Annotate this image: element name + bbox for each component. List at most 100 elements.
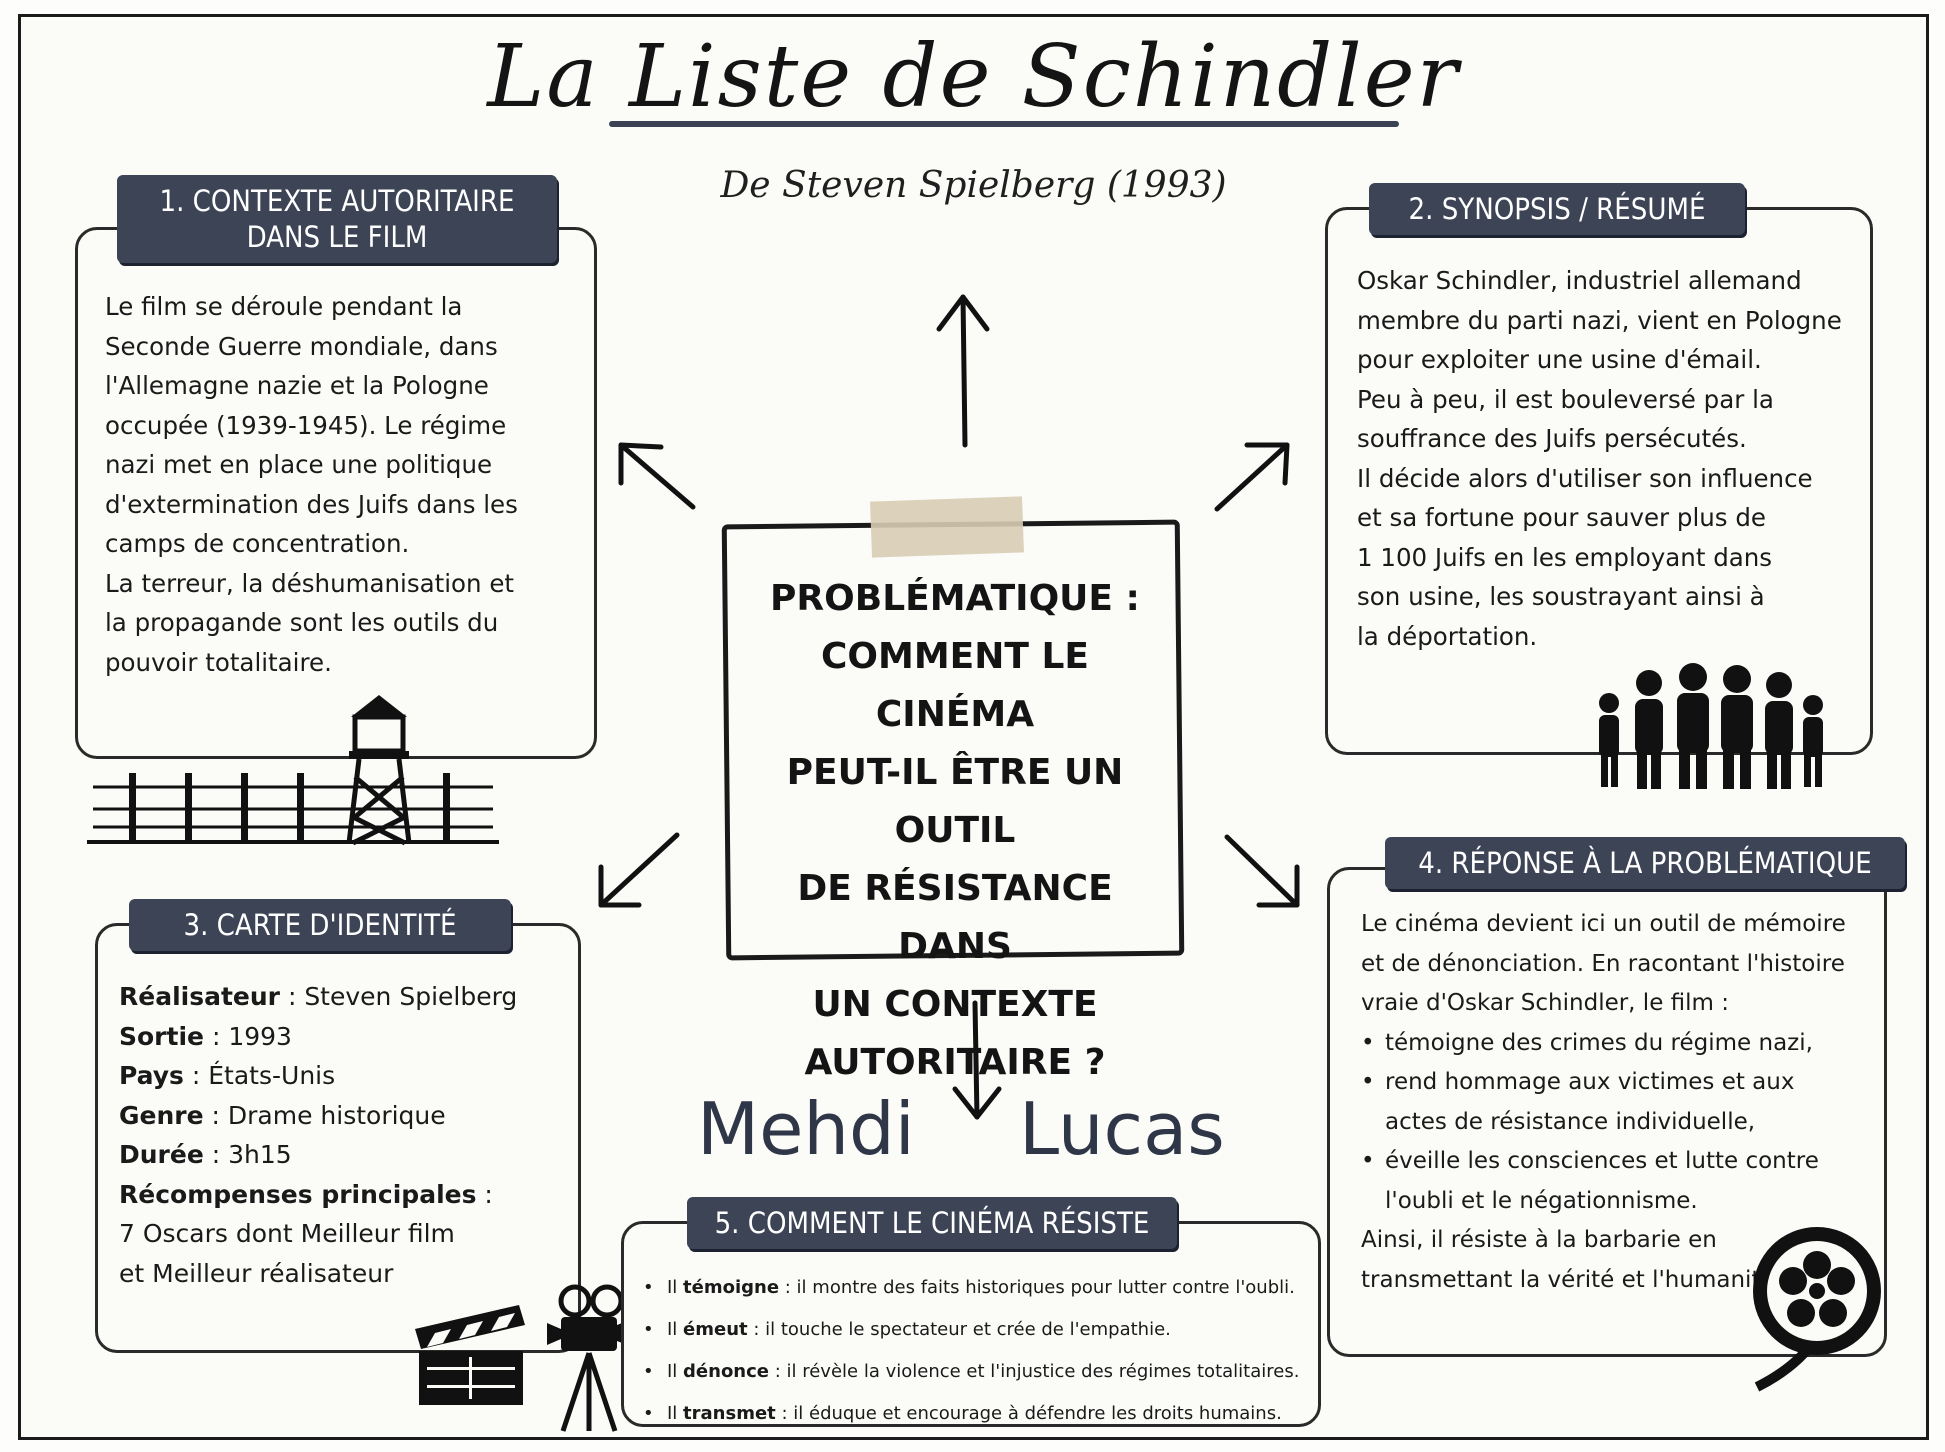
arrow-downright-icon [1224, 834, 1300, 908]
section-synopsis-box [1325, 207, 1873, 755]
list-item: Il témoigne : il montre des faits histor… [643, 1267, 1313, 1309]
text-line: pour exploiter une usine d'émail. [1357, 345, 1762, 374]
section-context-text: Le film se déroule pendant la Seconde Gu… [105, 287, 575, 682]
text-line: son usine, les soustrayant ainsi à [1357, 582, 1765, 611]
item-text: actes de résistance individuelle, [1385, 1108, 1756, 1135]
text-line: occupée (1939-1945). Le régime [105, 410, 507, 440]
item-keyword: témoigne [683, 1277, 780, 1298]
item-prefix: Il [667, 1361, 684, 1382]
heading-line: 4. RÉPONSE À LA PROBLÉMATIQUE [1418, 846, 1872, 880]
text-line: Oskar Schindler, industriel allemand [1357, 266, 1802, 295]
arrow-downleft-icon [598, 832, 680, 908]
heading-line: 2. SYNOPSIS / RÉSUMÉ [1408, 192, 1706, 226]
heading-line: 3. CARTE D'IDENTITÉ [183, 908, 457, 942]
section-synopsis-text: Oskar Schindler, industriel allemand mem… [1357, 261, 1857, 656]
text-line: Seconde Guerre mondiale, dans [105, 331, 498, 361]
section-identity-box [95, 923, 581, 1353]
section-context-box [75, 227, 597, 759]
item-keyword: transmet [683, 1403, 776, 1424]
problem-line: AUTORITAIRE ? [804, 1042, 1106, 1083]
field-value: : 1993 [204, 1021, 292, 1051]
section-synopsis-heading: 2. SYNOPSIS / RÉSUMÉ [1369, 183, 1745, 235]
section-identity-heading: 3. CARTE D'IDENTITÉ [129, 899, 511, 951]
family-silhouette-icon [1599, 663, 1823, 789]
text-line: la déportation. [1357, 621, 1538, 651]
identity-field: Réalisateur : Steven Spielberg [119, 977, 569, 1017]
problem-line: DE RÉSISTANCE DANS [797, 868, 1113, 967]
list-item: témoigne des crimes du régime nazi, [1361, 1024, 1881, 1064]
identity-field: Genre : Drame historique [119, 1096, 569, 1136]
item-text: éveille les consciences et lutte contre [1385, 1148, 1819, 1174]
field-label: Récompenses principales [119, 1179, 477, 1209]
item-keyword: dénonce [683, 1361, 769, 1382]
field-label: Sortie [119, 1021, 204, 1051]
field-label: Pays [119, 1061, 184, 1090]
problem-line: COMMENT LE CINÉMA [820, 636, 1089, 735]
watchtower-barbed-wire-icon [87, 695, 499, 846]
identity-field: Durée : 3h15 [119, 1135, 569, 1175]
arrow-up-icon [936, 294, 990, 448]
film-reel-icon [1753, 1227, 1881, 1392]
text-line: camps de concentration. [105, 529, 410, 558]
text-line: membre du parti nazi, vient en Pologne [1357, 305, 1842, 335]
text-line: et de dénonciation. En racontant l'histo… [1361, 950, 1845, 977]
item-text: : il montre des faits historiques pour l… [779, 1277, 1295, 1298]
problem-line: PROBLÉMATIQUE : [770, 578, 1140, 619]
text-line: Il décide alors d'utiliser son influence [1357, 463, 1813, 493]
field-value: : États-Unis [183, 1061, 336, 1090]
text-line: et sa fortune pour sauver plus de [1357, 503, 1766, 532]
list-item: Il transmet : il éduque et encourage à d… [643, 1393, 1313, 1435]
list-item: rend hommage aux victimes et aux actes de… [1361, 1063, 1881, 1142]
heading-line: DANS LE FILM [246, 220, 428, 254]
item-text: rend hommage aux victimes et aux [1385, 1069, 1795, 1095]
text-line: Ainsi, il résiste à la barbarie en [1361, 1227, 1717, 1253]
problem-line: PEUT-IL ÊTRE UN OUTIL [786, 752, 1124, 851]
list-item: éveille les consciences et lutte contre l… [1361, 1142, 1881, 1221]
field-label: Réalisateur [119, 982, 280, 1011]
text-line: Le cinéma devient ici un outil de mémoir… [1361, 911, 1846, 937]
text-line: 7 Oscars dont Meilleur film [119, 1219, 455, 1248]
text-line: transmettant la vérité et l'humanité. [1361, 1266, 1782, 1293]
text-line: Le film se déroule pendant la [105, 292, 463, 321]
arrow-down-icon [952, 1000, 1002, 1120]
field-value: : Drame historique [203, 1100, 446, 1130]
identity-field: Sortie : 1993 [119, 1017, 569, 1057]
item-text: : il touche le spectateur et crée de l'e… [747, 1319, 1171, 1340]
item-text: témoigne des crimes du régime nazi, [1385, 1029, 1813, 1056]
text-line: pouvoir totalitaire. [105, 647, 332, 677]
item-prefix: Il [667, 1403, 684, 1424]
identity-field: Récompenses principales : [119, 1175, 569, 1215]
field-value: : [476, 1179, 493, 1209]
field-value: : 3h15 [203, 1140, 292, 1169]
page-title: La Liste de Schindler [487, 27, 1460, 127]
problem-statement: PROBLÉMATIQUE : COMMENT LE CINÉMA PEUT-I… [739, 570, 1171, 1092]
heading-line: 1. CONTEXTE AUTORITAIRE [159, 184, 515, 218]
item-prefix: Il [667, 1319, 684, 1340]
author-name: Lucas [1019, 1087, 1225, 1171]
field-label: Durée [119, 1140, 204, 1169]
item-text: : il éduque et encourage à défendre les … [775, 1403, 1282, 1424]
section-identity-text: Réalisateur : Steven Spielberg Sortie : … [119, 977, 569, 1293]
field-value: : Steven Spielberg [280, 982, 518, 1011]
list-item: Il dénonce : il révèle la violence et l'… [643, 1351, 1313, 1393]
text-line: La terreur, la déshumanisation et [105, 568, 514, 598]
film-camera-icon [547, 1284, 637, 1432]
author-name: Mehdi [697, 1087, 915, 1171]
list-item: Il émeut : il touche le spectateur et cr… [643, 1309, 1313, 1351]
title-underline [609, 121, 1399, 127]
section-context-heading: 1. CONTEXTE AUTORITAIRE DANS LE FILM [117, 175, 557, 263]
heading-line: 5. COMMENT LE CINÉMA RÉSISTE [714, 1206, 1150, 1240]
text-line: Peu à peu, il est bouleversé par la [1357, 384, 1774, 414]
section-answer-heading: 4. RÉPONSE À LA PROBLÉMATIQUE [1385, 837, 1905, 889]
item-text: : il révèle la violence et l'injustice d… [769, 1361, 1300, 1382]
clapperboard-icon [415, 1305, 525, 1405]
item-text: l'oubli et le négationnisme. [1385, 1187, 1698, 1214]
section-resistance-heading: 5. COMMENT LE CINÉMA RÉSISTE [687, 1197, 1177, 1249]
text-line: vraie d'Oskar Schindler, le film : [1361, 990, 1729, 1016]
section-resistance-list: Il témoigne : il montre des faits histor… [643, 1267, 1313, 1435]
text-line: la propagande sont les outils du [105, 608, 499, 637]
infographic-page: La Liste de Schindler De Steven Spielber… [18, 14, 1929, 1440]
item-prefix: Il [667, 1277, 684, 1298]
item-keyword: émeut [683, 1319, 748, 1340]
text-line: l'Allemagne nazie et la Pologne [105, 371, 489, 400]
